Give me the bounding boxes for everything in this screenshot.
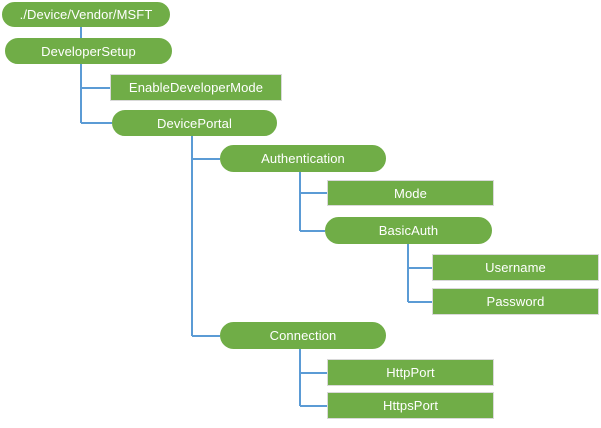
connector-authentication-to-mode [299,172,327,194]
node-httpsport[interactable]: HttpsPort [327,392,494,419]
node-mode[interactable]: Mode [327,180,494,206]
connector-deviceportal-to-authentication [191,136,220,160]
node-root[interactable]: ./Device/Vendor/MSFT [2,2,170,27]
node-label-connection: Connection [269,328,337,343]
node-password[interactable]: Password [432,288,599,315]
node-label-deviceportal: DevicePortal [157,115,232,131]
node-label-httpport: HttpPort [386,365,435,380]
connector-developersetup-to-enabledevelopermode [80,64,110,89]
node-label-authentication: Authentication [261,151,345,166]
node-label-httpsport: HttpsPort [382,398,439,413]
node-enabledevelopermode[interactable]: EnableDeveloperMode [110,74,282,101]
connector-basicauth-to-password [407,244,432,303]
node-label-root: ./Device/Vendor/MSFT [19,7,153,22]
connector-deviceportal-to-connection [191,136,220,337]
node-httpport[interactable]: HttpPort [327,359,494,386]
node-basicauth[interactable]: BasicAuth [325,217,492,244]
node-label-mode: Mode [394,185,427,201]
node-label-username: Username [485,260,546,275]
connector-developersetup-to-deviceportal [80,64,112,124]
node-label-basicauth: BasicAuth [378,223,439,238]
node-authentication[interactable]: Authentication [220,145,386,172]
node-connection[interactable]: Connection [220,322,386,349]
node-deviceportal[interactable]: DevicePortal [112,110,277,136]
node-username[interactable]: Username [432,254,599,281]
connector-authentication-to-basicauth [299,172,325,232]
node-developersetup[interactable]: DeveloperSetup [5,38,172,64]
node-label-enabledevelopermode: EnableDeveloperMode [128,80,264,95]
connector-connection-to-httpsport [299,349,327,407]
connector-basicauth-to-username [407,244,432,269]
connector-connection-to-httpport [299,349,327,374]
node-label-developersetup: DeveloperSetup [41,43,136,59]
node-label-password: Password [486,294,545,309]
